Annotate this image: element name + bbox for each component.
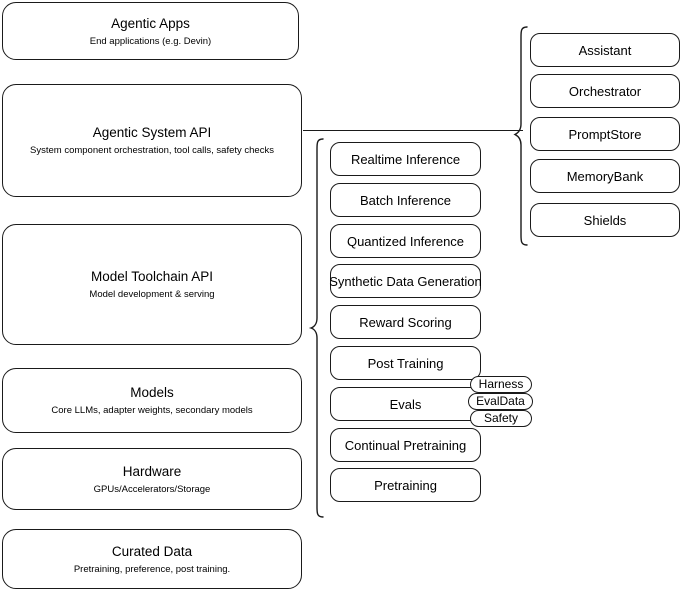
component-box-shields[interactable]: Shields — [530, 203, 680, 237]
layer-title: Curated Data — [111, 543, 193, 559]
component-label: Orchestrator — [568, 83, 642, 99]
layer-subtitle: Pretraining, preference, post training. — [73, 563, 231, 575]
evals-badge-label: Harness — [478, 377, 524, 391]
capability-label: Evals — [389, 396, 422, 412]
brace-system-components — [513, 26, 528, 246]
capability-label: Pretraining — [374, 477, 437, 493]
layer-title: Agentic Apps — [111, 15, 190, 31]
capability-box-synthetic-data-generation[interactable]: Synthetic Data Generation — [329, 264, 482, 298]
component-box-memorybank[interactable]: MemoryBank — [530, 159, 680, 193]
capability-label: Synthetic Data Generation — [329, 273, 482, 289]
component-box-promptstore[interactable]: PromptStore — [530, 117, 680, 151]
capability-label: Quantized Inference — [346, 233, 465, 249]
layer-box-curated-data[interactable]: Curated Data Pretraining, preference, po… — [2, 529, 302, 589]
capability-label: Reward Scoring — [359, 314, 452, 330]
layer-subtitle: End applications (e.g. Devin) — [89, 35, 212, 47]
layer-title: Model Toolchain API — [90, 269, 214, 284]
capability-label: Continual Pretraining — [344, 437, 467, 453]
connector-system-api-to-components — [303, 130, 523, 132]
capability-box-reward-scoring[interactable]: Reward Scoring — [330, 305, 481, 339]
layer-title: Hardware — [122, 463, 182, 479]
evals-badge-safety[interactable]: Safety — [470, 410, 532, 427]
layer-subtitle: Model development & serving — [89, 289, 215, 300]
capability-box-pretraining[interactable]: Pretraining — [330, 468, 481, 502]
capability-label: Realtime Inference — [350, 151, 461, 167]
brace-toolchain — [308, 138, 324, 518]
component-box-assistant[interactable]: Assistant — [530, 33, 680, 67]
layer-box-models[interactable]: Models Core LLMs, adapter weights, secon… — [2, 368, 302, 433]
capability-box-batch-inference[interactable]: Batch Inference — [330, 183, 481, 217]
capability-label: Batch Inference — [359, 192, 452, 208]
layer-subtitle: System component orchestration, tool cal… — [30, 145, 274, 156]
component-label: MemoryBank — [566, 168, 644, 184]
component-label: Shields — [583, 212, 627, 228]
capability-box-post-training[interactable]: Post Training — [330, 346, 481, 380]
evals-badge-label: EvalData — [476, 394, 525, 408]
capability-box-continual-pretraining[interactable]: Continual Pretraining — [330, 428, 481, 462]
component-label: Assistant — [578, 42, 632, 58]
component-box-orchestrator[interactable]: Orchestrator — [530, 74, 680, 108]
component-label: PromptStore — [568, 126, 642, 142]
layer-box-hardware[interactable]: Hardware GPUs/Accelerators/Storage — [2, 448, 302, 510]
layer-box-agentic-system-api[interactable]: Agentic System API System component orch… — [2, 84, 302, 197]
layer-box-model-toolchain-api[interactable]: Model Toolchain API Model development & … — [2, 224, 302, 345]
capability-box-realtime-inference[interactable]: Realtime Inference — [330, 142, 481, 176]
capability-box-quantized-inference[interactable]: Quantized Inference — [330, 224, 481, 258]
layer-title: Agentic System API — [92, 125, 212, 140]
evals-badge-label: Safety — [483, 411, 519, 425]
capability-box-evals[interactable]: Evals — [330, 387, 481, 421]
layer-subtitle: Core LLMs, adapter weights, secondary mo… — [51, 405, 253, 416]
evals-badge-harness[interactable]: Harness — [470, 376, 532, 393]
capability-label: Post Training — [367, 355, 444, 371]
evals-badge-evaldata[interactable]: EvalData — [468, 393, 533, 410]
layer-title: Models — [130, 385, 174, 400]
layer-box-agentic-apps[interactable]: Agentic Apps End applications (e.g. Devi… — [2, 2, 299, 60]
layer-subtitle: GPUs/Accelerators/Storage — [93, 483, 211, 495]
